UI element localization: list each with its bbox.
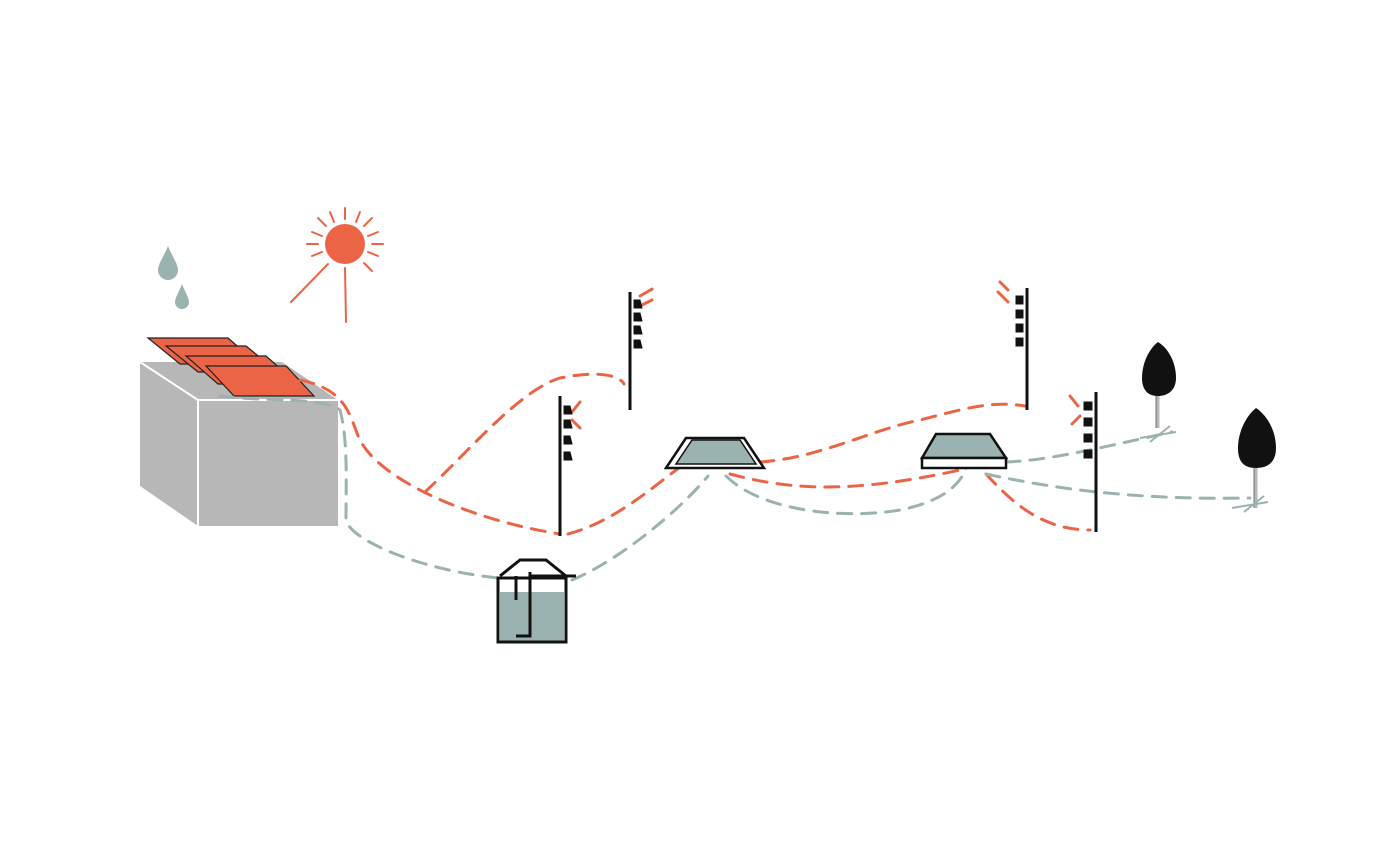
electricity-flow-lines	[298, 280, 1092, 536]
street-light-icon	[628, 292, 643, 410]
street-light-icon	[1083, 392, 1098, 532]
tree-icon	[1231, 408, 1276, 513]
water-flow-lines	[218, 394, 1252, 582]
street-light-icon	[558, 396, 573, 536]
rainwater-tank-icon	[496, 558, 576, 644]
sun-icon	[290, 207, 384, 323]
tree-icon	[1139, 342, 1177, 443]
solar-panel-icon	[146, 337, 316, 397]
raindrop-icon	[158, 246, 189, 309]
basin-icon	[663, 436, 767, 470]
street-light-icon	[1015, 288, 1029, 410]
basin-icon	[919, 432, 1009, 470]
